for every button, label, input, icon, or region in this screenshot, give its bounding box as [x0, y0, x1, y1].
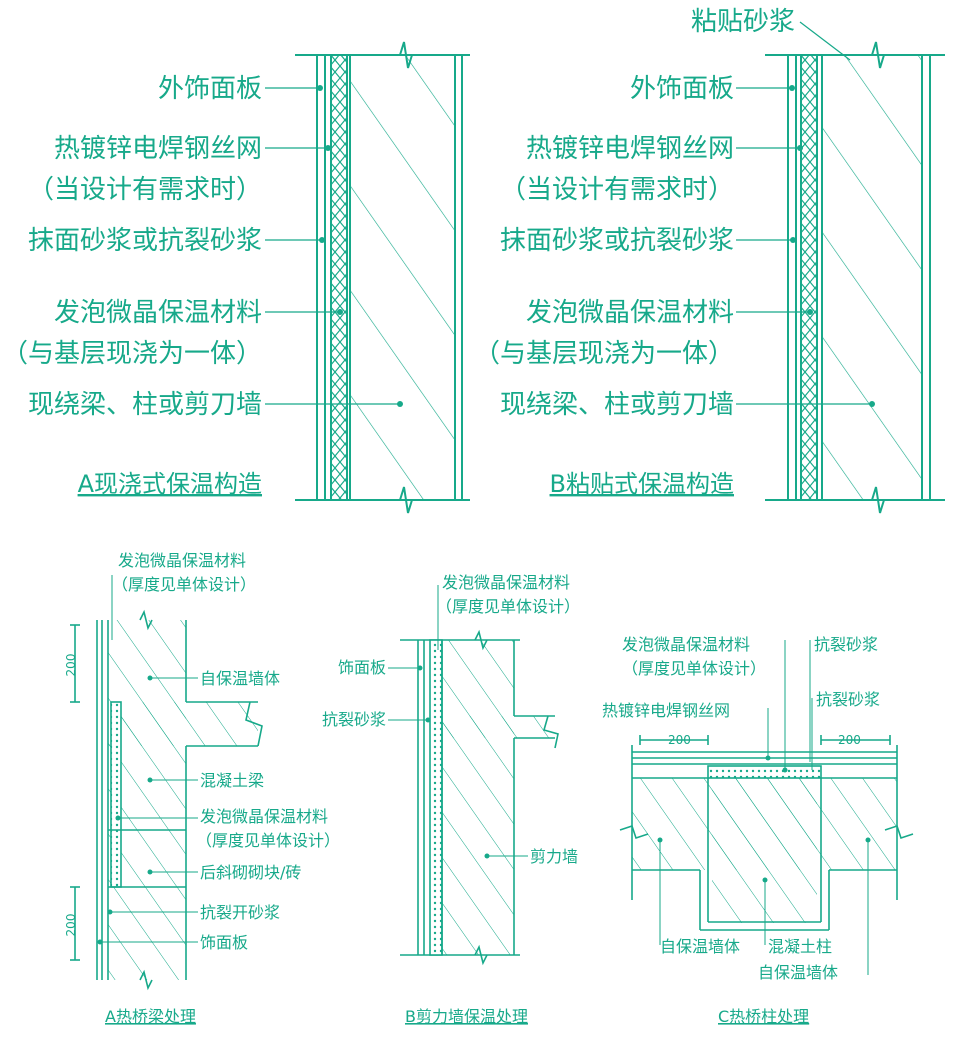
- detail-c-bottom-label-1: 自保温墙体: [660, 937, 740, 956]
- panel-b-label-5: 发泡微晶保温材料: [526, 298, 734, 328]
- detail-a-label-4: （厚度见单体设计）: [196, 831, 340, 850]
- panel-a-label-1: 外饰面板: [158, 74, 262, 104]
- detail-c-label-3: 抗裂砂浆: [814, 635, 878, 654]
- panel-b-label-2: 热镀锌电焊钢丝网: [526, 134, 734, 164]
- detail-a-label-5: 后斜砌砌块/砖: [200, 863, 301, 882]
- detail-c-label-1: 发泡微晶保温材料: [622, 635, 750, 654]
- detail-b-caption: B剪力墙保温处理: [405, 1007, 528, 1026]
- detail-c-dim-2: 200: [838, 733, 861, 747]
- panel-b-label-4: 抹面砂浆或抗裂砂浆: [500, 226, 734, 256]
- detail-a: [70, 575, 263, 991]
- detail-b-left-label-1: 饰面板: [338, 658, 386, 677]
- detail-c-label-4: 热镀锌电焊钢丝网: [602, 701, 730, 720]
- panel-a-label-5: 发泡微晶保温材料: [54, 298, 262, 328]
- detail-c-dim-1: 200: [668, 733, 691, 747]
- detail-c-label-2: （厚度见单体设计）: [622, 659, 766, 678]
- detail-c-bottom-label-2: 混凝土柱: [768, 937, 832, 956]
- panel-b-caption: B粘贴式保温构造: [550, 470, 734, 498]
- panel-b-concrete: [822, 55, 922, 500]
- panel-b-insulation: [800, 54, 818, 501]
- panel-a-label-3: （当设计有需求时）: [28, 175, 262, 205]
- panel-b-top-label: 粘贴砂浆: [691, 7, 795, 37]
- detail-a-label-6: 抗裂开砂浆: [200, 903, 280, 922]
- detail-b-top-label-2: （厚度见单体设计）: [436, 597, 580, 616]
- panel-a-insulation: [330, 54, 348, 501]
- panel-b-label-1: 外饰面板: [630, 74, 734, 104]
- panel-a-caption: A现浇式保温构造: [78, 470, 262, 498]
- detail-a-top-label-1: 发泡微晶保温材料: [118, 551, 246, 570]
- detail-a-caption: A热桥梁处理: [105, 1007, 196, 1026]
- panel-a-label-6: （与基层现浇为一体）: [2, 339, 262, 369]
- detail-b: [388, 585, 559, 966]
- detail-c: [619, 640, 914, 975]
- detail-c-bottom-label-3: 自保温墙体: [758, 963, 838, 982]
- detail-a-label-7: 饰面板: [200, 933, 248, 952]
- panel-b-label-6: （与基层现浇为一体）: [474, 339, 734, 369]
- detail-a-dim-1: 200: [64, 654, 78, 677]
- panel-a: [265, 41, 470, 514]
- panel-b: [736, 21, 945, 514]
- panel-b-label-3: （当设计有需求时）: [500, 175, 734, 205]
- detail-a-label-3: 发泡微晶保温材料: [200, 807, 328, 826]
- panel-a-label-7: 现绕梁、柱或剪刀墙: [28, 390, 262, 420]
- panel-a-label-2: 热镀锌电焊钢丝网: [54, 134, 262, 164]
- detail-b-left-label-2: 抗裂砂浆: [322, 710, 386, 729]
- panel-a-label-4: 抹面砂浆或抗裂砂浆: [28, 226, 262, 256]
- detail-a-label-1: 自保温墙体: [200, 669, 280, 688]
- detail-c-label-5: 抗裂砂浆: [816, 690, 880, 709]
- panel-b-label-7: 现绕梁、柱或剪刀墙: [500, 390, 734, 420]
- detail-a-dim-2: 200: [64, 914, 78, 937]
- panel-a-concrete: [350, 55, 455, 500]
- detail-b-right-label: 剪力墙: [530, 847, 578, 866]
- detail-a-label-2: 混凝土梁: [200, 771, 264, 790]
- detail-b-top-label-1: 发泡微晶保温材料: [442, 573, 570, 592]
- detail-c-caption: C热桥柱处理: [718, 1007, 809, 1026]
- detail-a-top-label-2: （厚度见单体设计）: [112, 575, 256, 594]
